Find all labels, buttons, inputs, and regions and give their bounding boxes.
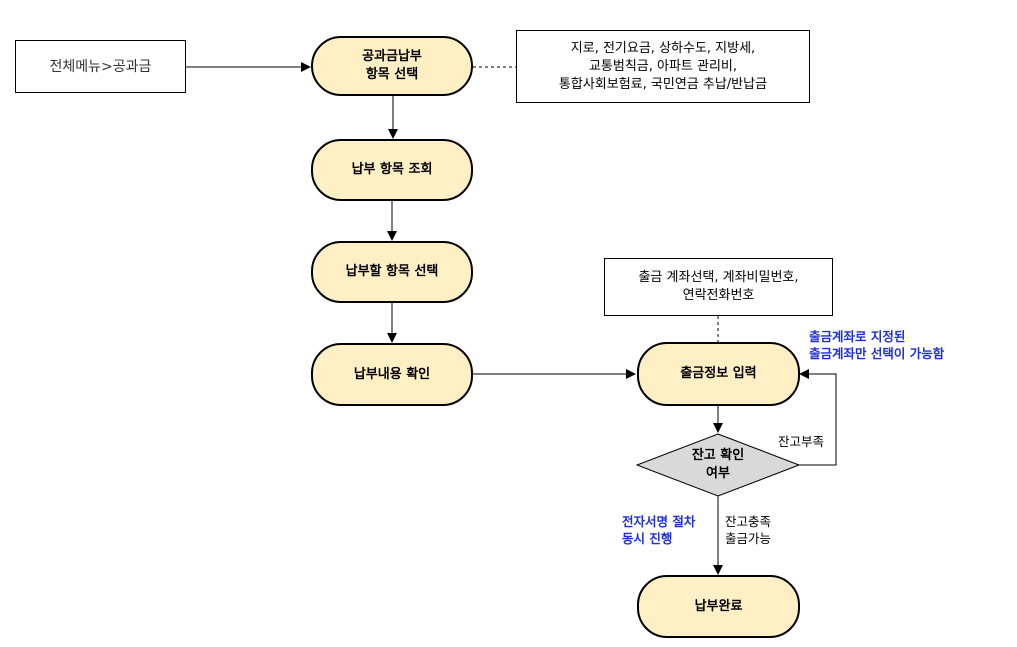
step-select-item: 공과금납부 항목 선택 [311, 36, 473, 96]
arrow-insufficient-loop [799, 369, 837, 466]
decision-label: 잔고 확인 여부 [691, 448, 745, 481]
sufficient-label: 잔고충족 출금가능 [725, 514, 772, 546]
step-choose: 납부할 항목 선택 [311, 241, 473, 303]
bill-types-box: 지로, 전기요금, 상하수도, 지방세, 교통범칙금, 아파트 관리비, 통합사… [516, 30, 810, 103]
account-restriction-note: 출금계좌로 지정된 출금계좌만 선택이 가능함 [809, 329, 945, 361]
step-confirm: 납부내용 확인 [311, 343, 473, 406]
step-done: 납부완료 [637, 575, 800, 638]
withdraw-fields-box: 출금 계좌선택, 계좌비밀번호, 연락전화번호 [604, 258, 833, 316]
step-lookup: 납부 항목 조회 [311, 139, 473, 201]
esign-note: 전자서명 절차 동시 진행 [622, 514, 696, 546]
step-withdraw-input: 출금정보 입력 [637, 342, 800, 406]
start-menu-box: 전체메뉴>공과금 [15, 40, 186, 93]
insufficient-label: 잔고부족 [778, 434, 825, 449]
